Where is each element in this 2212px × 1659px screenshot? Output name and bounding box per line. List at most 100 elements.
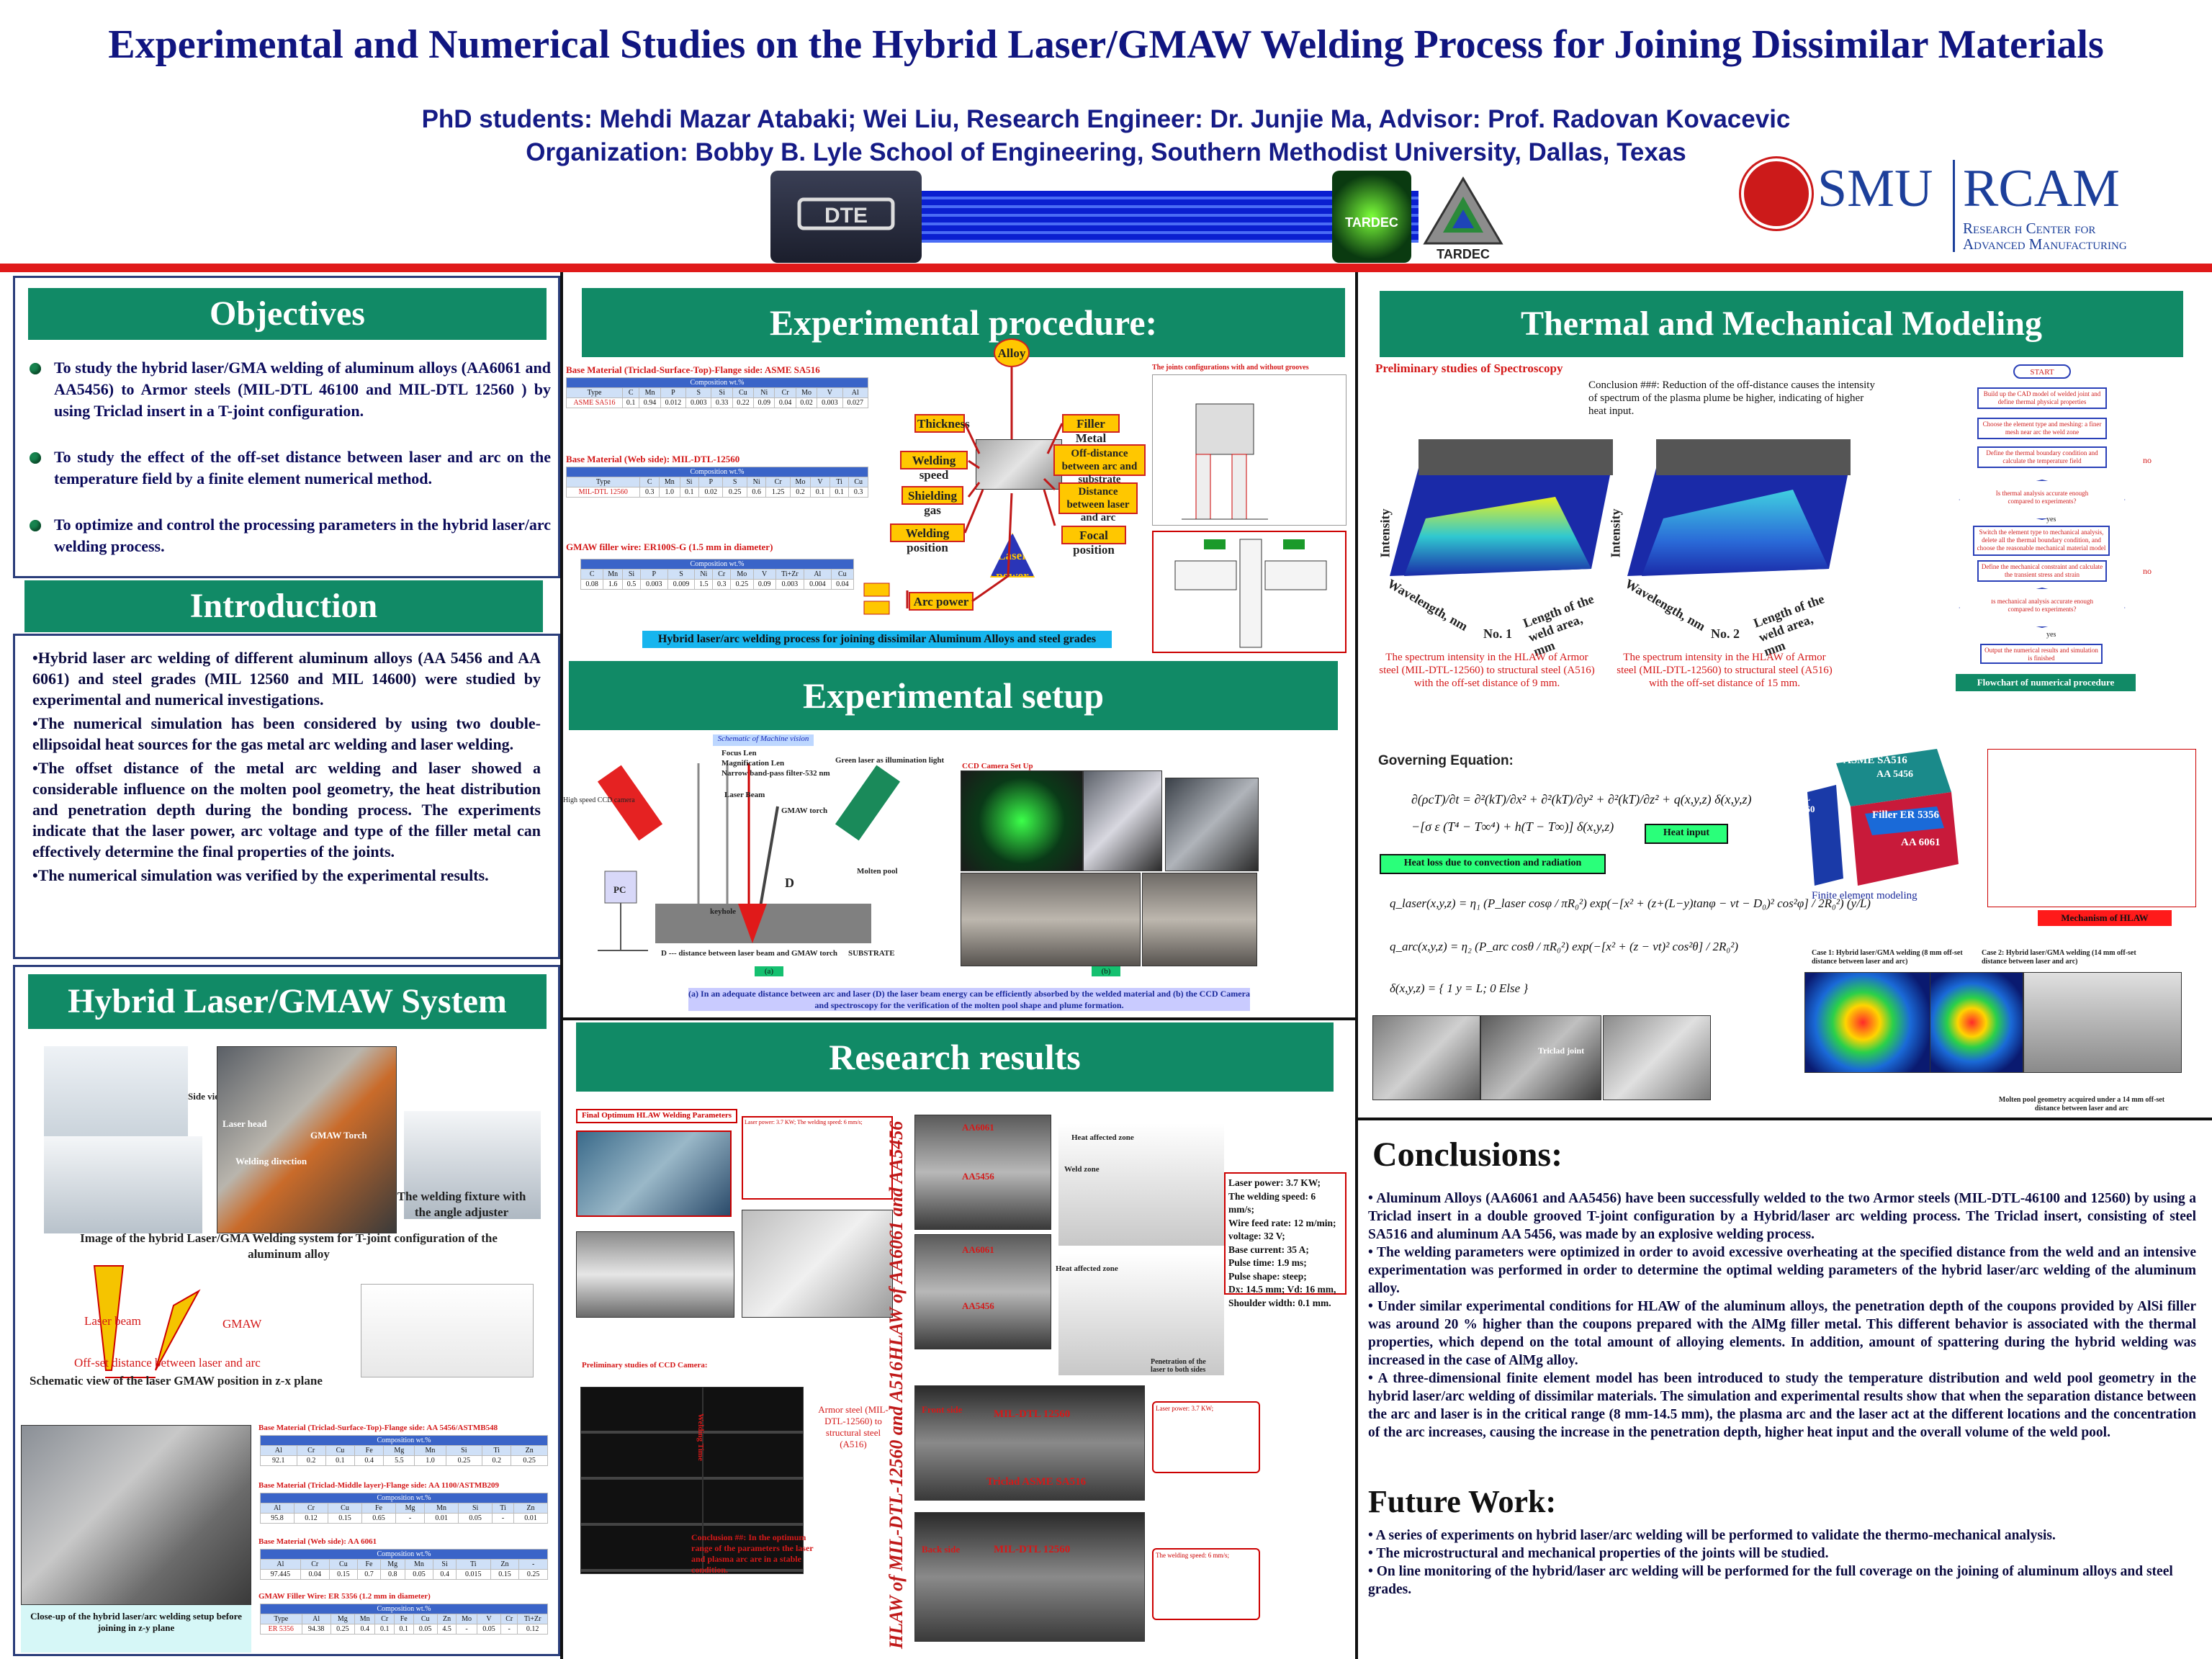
param-shielding-gas: Shielding gas (902, 486, 963, 517)
angle-diagram (361, 1284, 534, 1377)
fe-modeling-caption: Finite element modeling (1812, 890, 1917, 902)
blue-bar-graphic (828, 191, 1419, 243)
bullet-icon (30, 520, 41, 531)
flow-decision-1: Is thermal analysis accurate enough comp… (1959, 480, 2126, 520)
label-a-badge: (a) (755, 966, 783, 976)
authors-block: PhD students: Mehdi Mazar Atabaki; Wei L… (0, 103, 2212, 169)
welding-time-label: Welding Time (696, 1413, 705, 1461)
spectroscopy-conclusion: Conclusion ###: Reduction of the off-dis… (1588, 379, 1875, 417)
heat-loss-label: Heat loss due to convection and radiatio… (1380, 854, 1606, 874)
setup-caption: (a) In an adequate distance between arc … (688, 988, 1250, 1011)
aa6061-label-2: AA6061 (962, 1244, 994, 1255)
intro-paragraph: •The offset distance of the metal arc we… (32, 759, 541, 860)
logo-strip: DTE TARDEC TARDEC (770, 171, 1505, 263)
mechanism-drawing (1987, 749, 2196, 907)
cad-joint-render (44, 1136, 202, 1233)
hybrid-system-panel: Hybrid Laser/GMAW System Side view Laser… (13, 965, 560, 1656)
steel-table1-title: Base Material (Triclad-Surface-Top)-Flan… (566, 364, 820, 375)
case2-thermal-render (1930, 972, 2023, 1073)
rcam-subtitle: Research Center for Advanced Manufacturi… (1963, 220, 2127, 253)
haz-label-2: Heat affected zone (1056, 1264, 1118, 1273)
tardec-triangle-logo: TARDEC (1422, 175, 1505, 263)
heat-input-label: Heat input (1645, 824, 1728, 844)
steel-param-note-2: The welding speed: 6 mm/s; (1152, 1548, 1260, 1620)
conclusion-item: • The welding parameters were optimized … (1368, 1245, 2196, 1296)
hybrid-system-heading: Hybrid Laser/GMAW System (28, 974, 547, 1029)
no2-label: No. 2 (1711, 626, 1740, 641)
column-divider-2 (1355, 272, 1358, 1659)
row-divider-mid (563, 1017, 1355, 1020)
substrate-label: SUBSTRATE (848, 949, 895, 958)
laser-beam-label: Laser Beam (724, 791, 765, 799)
param-arc-power: Arc power (909, 592, 974, 611)
system-image-caption: Image of the hybrid Laser/GMA Welding sy… (80, 1231, 498, 1261)
aa-weld-front-photo (914, 1115, 1051, 1230)
ccd-camera-label: High speed CCD camera (563, 796, 635, 804)
macro-asme-photo (1372, 1015, 1480, 1100)
side-view-render (44, 1046, 188, 1140)
param-filler-metal: Filler Metal (1062, 414, 1120, 445)
results-heading: Research results (576, 1022, 1334, 1092)
intensity-label-2: Intensity (1608, 508, 1623, 558)
fixture-render (404, 1111, 541, 1219)
param-welding-position: Welding position (890, 523, 965, 554)
objectives-heading: Objectives (28, 288, 547, 340)
flow-no-label-1: no (2143, 455, 2152, 465)
governing-equation-label: Governing Equation: (1378, 753, 1514, 768)
svg-text:q_arc(x,y,z) = η₂ (P_arc cosθ: q_arc(x,y,z) = η₂ (P_arc cosθ / πR₀²) ex… (1390, 940, 1738, 953)
filter-label: Narrow band-pass filter-532 nm (721, 769, 830, 778)
flow-yes-label-1: yes (2046, 516, 2056, 523)
green-laser-label: Green laser as illumination light (835, 756, 945, 765)
objective-item: To study the hybrid laser/GMA welding of… (25, 357, 551, 422)
optimum-parameters-title: Final Optimum HLAW Welding Parameters (576, 1109, 737, 1123)
filler-wire-title: GMAW filler wire: ER100S-G (1.5 mm in di… (566, 541, 773, 552)
column-divider-1 (560, 272, 563, 1659)
optimum-weld-photo-2 (576, 1231, 734, 1318)
svg-text:δ(x,y,z) = { 1 y = L; 0 Els: δ(x,y,z) = { 1 y = L; 0 Else } (1390, 981, 1528, 995)
ccd-conclusion: Conclusion ##: In the optimum range of t… (691, 1532, 814, 1575)
keyhole-label: keyhole (710, 907, 737, 916)
ccd-setup-photo-2 (1083, 770, 1162, 871)
d-label: D (785, 876, 794, 890)
fe-model-render (1807, 749, 1959, 886)
intro-paragraph: •The numerical simulation has been consi… (32, 714, 541, 753)
ccd-setup-photo-1 (961, 770, 1083, 871)
ccd-setup-photo-5 (1165, 778, 1259, 871)
future-item: • On line monitoring of the hybrid/laser… (1368, 1564, 2173, 1597)
row-divider-right (1358, 1118, 2212, 1120)
mil-label-2: MIL-DTL 12560 (994, 1544, 1071, 1555)
param-thickness: Thickness (914, 414, 970, 433)
spectroscopy-title: Preliminary studies of Spectroscopy (1375, 361, 1563, 375)
param-off-distance: Off-distance between arc and substrate (1053, 444, 1146, 485)
setup-heading: Experimental setup (569, 661, 1338, 730)
armor-steel-caption: Armor steel (MIL-DTL-12560) to structura… (818, 1404, 889, 1449)
objective-item: To optimize and control the processing p… (25, 514, 551, 557)
procedure-caption: Hybrid laser/arc welding process for joi… (642, 631, 1112, 648)
rcam-text: RCAM (1963, 159, 2120, 218)
offset-caption: Off-set distance between laser and arc (74, 1356, 261, 1370)
case2-caption: Case 2: Hybrid laser/GMA welding (14 mm … (1982, 949, 2136, 966)
future-item: • The microstructural and mechanical pro… (1368, 1546, 1829, 1561)
pc-label: PC (613, 884, 626, 895)
ccd-prelim-title: Preliminary studies of CCD Camera: (582, 1361, 708, 1370)
molten-pool-caption: Molten pool geometry acquired under a 14… (1998, 1096, 2165, 1112)
magnification-lens-label: Magnification Len (721, 759, 785, 768)
al-table3-title: Base Material (Web side): AA 6061 (258, 1537, 377, 1546)
joint-config-caption: The joints configurations with and witho… (1152, 364, 1309, 372)
mechanism-caption: Mechanism of HLAW (2038, 910, 2172, 926)
svg-text:DTE: DTE (824, 204, 868, 228)
welding-system-photo (217, 1046, 397, 1233)
spectrum-caption-1: The spectrum intensity in the HLAW of Ar… (1379, 652, 1595, 689)
filler-label: Filler ER 5356 (1872, 809, 1940, 821)
param-welding-speed: Welding speed (900, 451, 968, 482)
smu-seal-icon (1741, 158, 1812, 229)
ccd-setup-label: CCD Camera Set Up (962, 762, 1033, 770)
dte-logo: DTE (770, 171, 922, 263)
aa-cross-section-1 (1058, 1123, 1224, 1246)
weld-closeup-photo (742, 1210, 893, 1318)
al-table2-title: Base Material (Triclad-Middle layer)-Fla… (258, 1481, 500, 1490)
flow-no-label-2: no (2143, 566, 2152, 576)
al-table4-title: GMAW Filler Wire: ER 5356 (1.2 mm in dia… (258, 1592, 431, 1601)
